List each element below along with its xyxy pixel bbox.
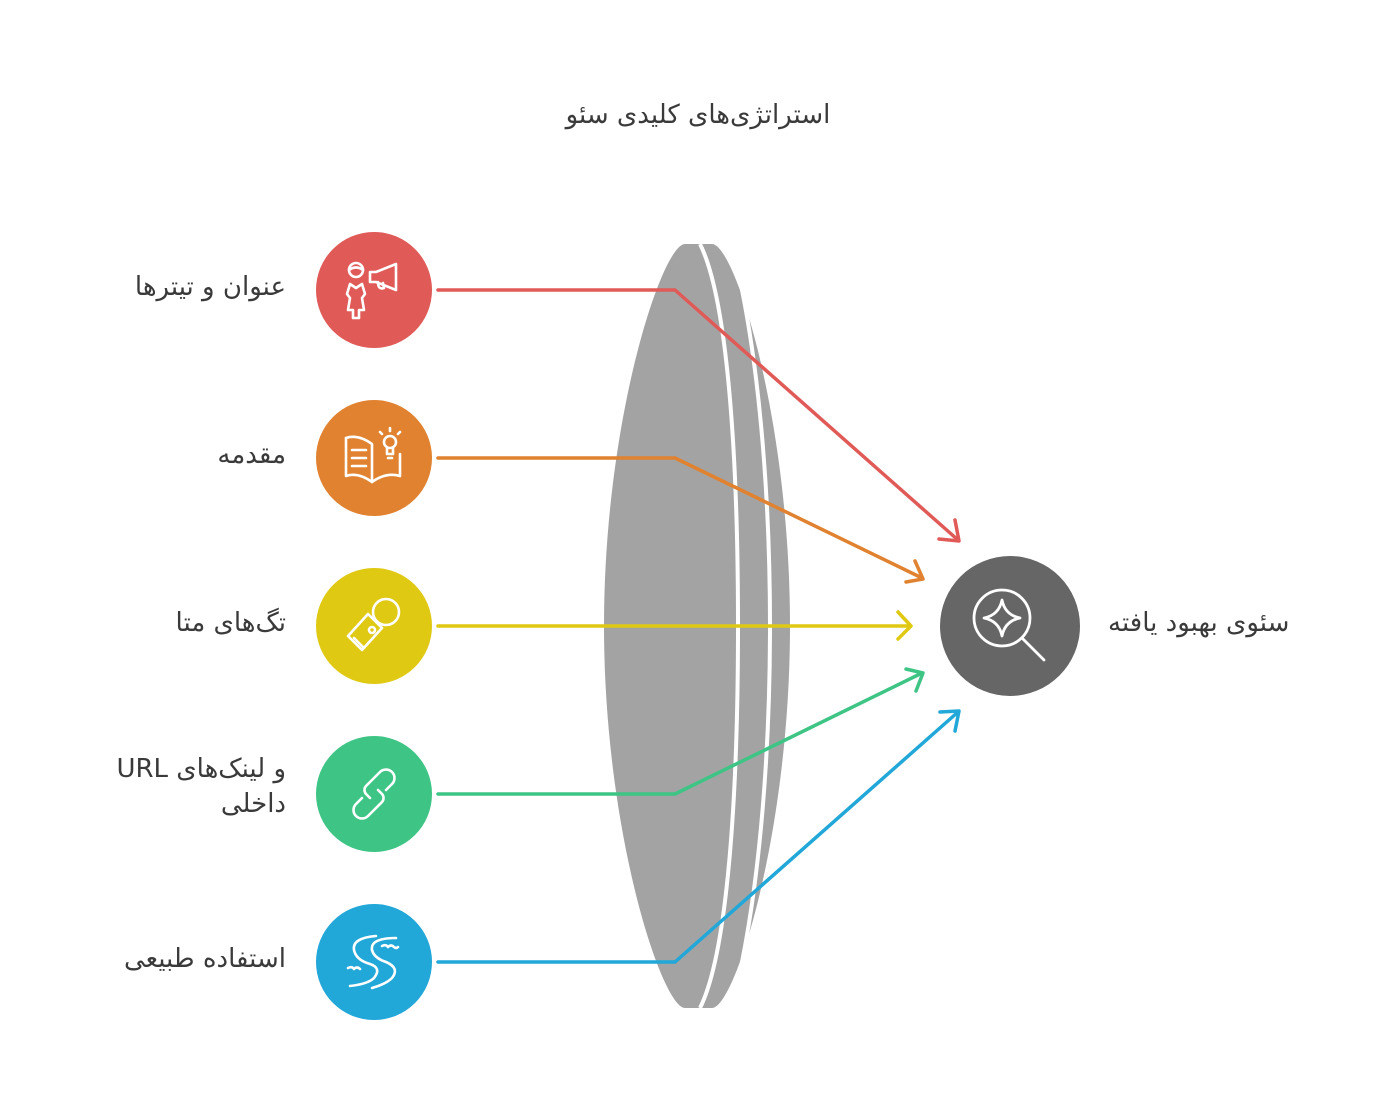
input-node-links xyxy=(316,736,432,852)
input-node-meta-tags xyxy=(316,568,432,684)
input-label-intro: مقدمه xyxy=(217,440,286,470)
connector-headings xyxy=(436,288,961,543)
search-sparkle-icon xyxy=(972,588,1046,662)
connector-meta-tags xyxy=(436,610,913,641)
output-label: سئوی بهبود یافته xyxy=(1108,608,1290,638)
input-label-links-line2: داخلی xyxy=(220,789,286,820)
input-node-intro xyxy=(316,400,432,516)
input-node-headings xyxy=(316,232,432,348)
input-label-headings: عنوان و تیترها xyxy=(134,272,286,302)
connector-intro xyxy=(436,456,925,584)
connector-natural-use xyxy=(436,709,961,964)
book-lightbulb-icon xyxy=(344,426,402,484)
tag-icon xyxy=(346,597,401,652)
connector-links xyxy=(436,667,925,796)
input-label-links-line1: و لینک‌های URL xyxy=(116,754,286,784)
diagram-title: استراتژی‌های کلیدی سئو xyxy=(565,100,831,130)
megaphone-person-icon xyxy=(345,261,398,320)
river-icon xyxy=(346,934,400,990)
input-label-links: و لینک‌های URL داخلی xyxy=(116,752,286,822)
input-label-meta-tags: تگ‌های متا xyxy=(175,608,286,638)
input-label-natural-use: استفاده طبیعی xyxy=(124,944,286,974)
link-icon xyxy=(352,768,396,820)
output-node xyxy=(940,556,1080,696)
input-node-natural-use xyxy=(316,904,432,1020)
